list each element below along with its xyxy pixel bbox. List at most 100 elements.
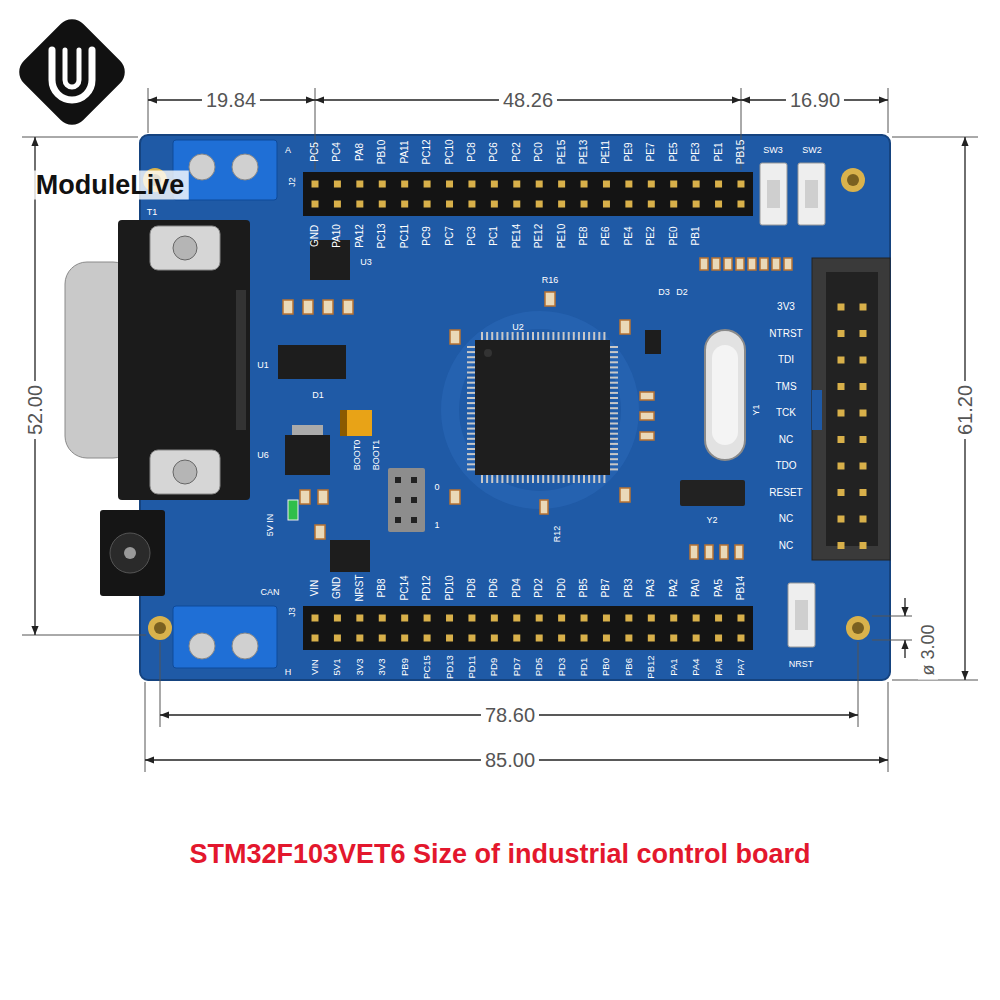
header-pin	[312, 201, 319, 208]
chip-lead	[593, 332, 595, 340]
pin-name: PC2	[512, 142, 522, 161]
pin-name: PC5	[310, 142, 320, 161]
pin-name: PC4	[332, 142, 342, 161]
mcu-chip	[484, 349, 492, 357]
ic-package	[285, 435, 330, 475]
pin-name: PC11	[400, 224, 410, 248]
chip-lead	[467, 366, 475, 368]
push-button	[805, 180, 818, 208]
component-label: J2	[288, 177, 297, 187]
chip-lead	[496, 475, 498, 483]
pin-name: PE11	[601, 140, 611, 164]
dc-jack	[100, 510, 165, 596]
extension-line	[858, 642, 859, 727]
push-button	[760, 163, 787, 225]
chip-lead	[610, 453, 618, 455]
chip-lead	[496, 332, 498, 340]
pin-name: PE8	[579, 227, 589, 246]
chip-lead	[547, 332, 549, 340]
header-pin	[356, 181, 363, 188]
chip-lead	[610, 372, 618, 374]
header-pin	[536, 635, 543, 642]
pin-header	[303, 606, 753, 650]
header-pin	[558, 615, 565, 622]
chip-lead	[467, 433, 475, 435]
smd-component	[772, 258, 780, 270]
chip-lead	[552, 332, 554, 340]
chip-lead	[563, 332, 565, 340]
header-pin	[491, 201, 498, 208]
header-pin	[401, 635, 408, 642]
header-pin	[558, 181, 565, 188]
pin-name: PD13	[445, 655, 455, 679]
component-label: SW3	[763, 146, 783, 155]
power-led	[288, 500, 298, 520]
header-pin	[670, 635, 677, 642]
component-label: T1	[147, 208, 158, 217]
push-button	[798, 163, 825, 225]
chip-lead	[467, 412, 475, 414]
header-pin	[581, 181, 588, 188]
jtag-signal: RESET	[769, 488, 802, 498]
boot-jumper	[388, 468, 425, 532]
smd-component	[318, 490, 328, 504]
boot-jumper	[388, 468, 425, 532]
chip-lead	[610, 361, 618, 363]
chip-lead	[491, 475, 493, 483]
smd-component	[323, 300, 333, 314]
chip-lead	[522, 475, 524, 483]
pin-name: PD1	[579, 658, 589, 676]
jumper-pin	[395, 517, 401, 523]
extension-line	[22, 88, 978, 772]
extension-line	[888, 682, 889, 772]
pin-name: PD5	[534, 658, 544, 676]
tantalum-capacitor	[340, 410, 372, 436]
pin-name: VIN	[310, 659, 320, 675]
pin-name: PC7	[445, 226, 455, 245]
header-pin	[401, 201, 408, 208]
jtag-signal: 3V3	[777, 302, 795, 312]
chip-lead	[573, 332, 575, 340]
header-pin	[838, 516, 845, 523]
jumper-pin	[411, 477, 417, 483]
header-pin	[468, 201, 475, 208]
chip-lead	[467, 377, 475, 379]
push-button	[788, 583, 815, 647]
pin-header	[303, 172, 753, 650]
header-pin	[356, 635, 363, 642]
header-pin	[334, 181, 341, 188]
header-pin	[860, 330, 867, 337]
jtag-signal: TCK	[776, 408, 796, 418]
pin-name: PB1	[691, 227, 701, 246]
header-pin	[737, 181, 744, 188]
chip-lead	[467, 346, 475, 348]
pin-name: PD8	[467, 578, 477, 597]
header-pin	[379, 615, 386, 622]
dimension: 48.26	[499, 89, 557, 111]
extension-line	[22, 137, 138, 138]
chip-lead	[467, 361, 475, 363]
pin-name: PC6	[489, 142, 499, 161]
chip-lead	[467, 392, 475, 394]
header-pin	[312, 181, 319, 188]
pin-name: PC8	[467, 142, 477, 161]
jtag-connector	[812, 258, 890, 560]
pin-name: PC1	[489, 226, 499, 245]
pin-name: 3V3	[355, 659, 365, 676]
header-pin	[312, 615, 319, 622]
header-pin	[401, 615, 408, 622]
dimension: 85.00	[481, 749, 539, 771]
component-label: Y2	[706, 516, 717, 525]
header-pin	[860, 542, 867, 549]
terminal-block	[189, 633, 215, 659]
header-pin	[468, 615, 475, 622]
chip-lead	[542, 332, 544, 340]
chip-lead	[537, 475, 539, 483]
mounting-hole	[847, 174, 859, 186]
smd-component	[450, 330, 460, 344]
terminal-block	[173, 140, 277, 200]
chip-lead	[467, 397, 475, 399]
component-label: D2	[676, 288, 688, 297]
chip-lead	[507, 475, 509, 483]
pin-name: PD9	[490, 658, 500, 676]
